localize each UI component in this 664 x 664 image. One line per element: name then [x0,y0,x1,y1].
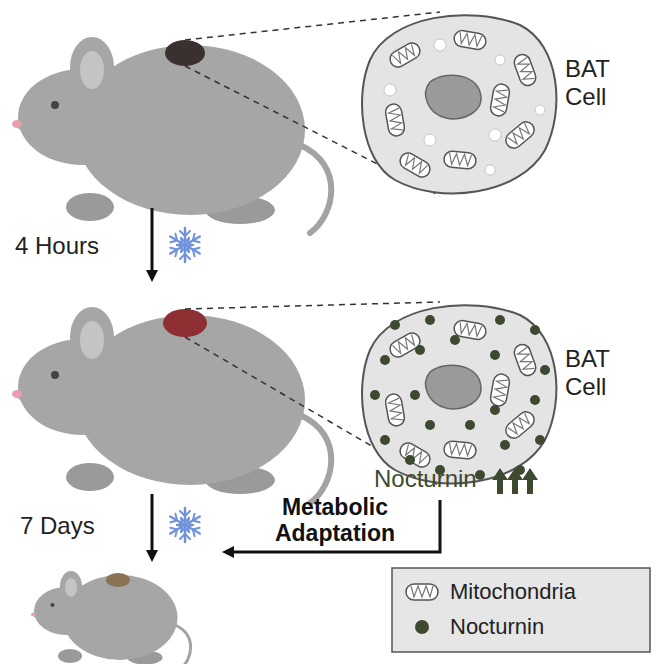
process-label: Metabolic Adaptation [250,494,420,547]
legend-text: Nocturnin [450,614,544,639]
cell-node: BAT Cell [360,10,655,205]
legend-text: Mitochondria [450,579,576,604]
protein-label: Nocturnin [374,465,494,493]
time-label: 7 Days [20,512,130,540]
time-label: 4 Hours [15,232,135,260]
cell-label: BAT Cell [565,55,640,110]
cell-label: BAT Cell [565,345,640,400]
